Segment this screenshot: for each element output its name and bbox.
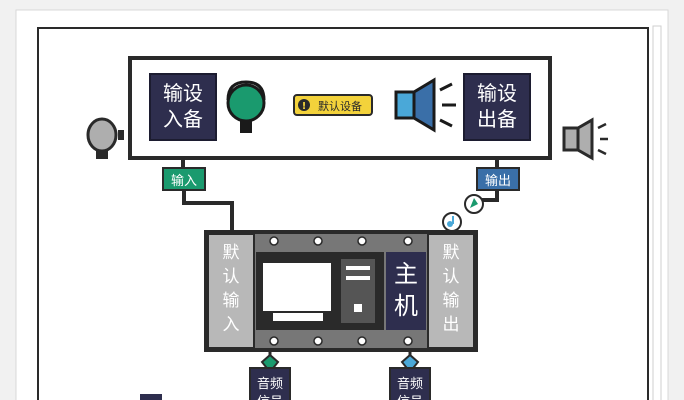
- bottom-decor: [140, 394, 162, 400]
- audio-signal-right-text: 音频信号: [397, 376, 423, 400]
- host-label: 主机: [394, 260, 418, 320]
- output-device-label: 输设出备: [477, 81, 517, 131]
- t-host-left-line: 认: [223, 267, 240, 287]
- host-right-label: 默认输出: [443, 243, 460, 335]
- t-bottom-right-line: 音频: [397, 376, 423, 392]
- speaker-icon: [394, 77, 456, 133]
- output-device-box: [463, 73, 531, 141]
- svg-text:!: !: [302, 101, 307, 112]
- input-tag-text: 输入: [171, 173, 197, 189]
- t-host-right-line: 认: [443, 267, 460, 287]
- speaker-icon: [562, 117, 608, 161]
- t-out-dev-line: 出备: [477, 107, 517, 131]
- audio-signal-tag-right: [389, 367, 431, 400]
- t-bottom-right-line: 信号: [397, 395, 423, 400]
- monitor-icon: [261, 261, 333, 313]
- host-left-panel: [207, 233, 255, 349]
- t-host-line: 主: [394, 260, 418, 288]
- headset-icon: [226, 80, 266, 133]
- t-host-right-line: 默: [443, 243, 460, 263]
- t-host-left-line: 默: [223, 243, 240, 263]
- t-bottom-left-line: 信号: [257, 395, 283, 400]
- default-device-badge: [293, 94, 373, 116]
- output-tag-text: 输出: [485, 173, 511, 189]
- host-right-panel: [427, 233, 475, 349]
- t-host-right-line: 出: [443, 315, 460, 335]
- input-wire: [182, 190, 234, 232]
- audio-signal-tag-left: [249, 367, 291, 400]
- microphone-icon: [86, 117, 124, 159]
- t-host-left-line: 输: [223, 291, 240, 311]
- t-bottom-left-line: 音频: [257, 376, 283, 392]
- host-left-label: 默认输入: [223, 243, 240, 335]
- host-label-box: [386, 252, 426, 330]
- audio-signal-left-text: 音频信号: [257, 376, 283, 400]
- t-out-dev-line: 输设: [477, 81, 517, 105]
- t-host-line: 机: [394, 292, 418, 320]
- t-host-right-line: 输: [443, 291, 460, 311]
- input-device-label: 输设入备: [163, 81, 203, 131]
- default-device-badge-text: 默认设备: [318, 99, 362, 113]
- t-in-dev-line: 输设: [163, 81, 203, 105]
- warning-icon: [298, 99, 310, 111]
- music-note-icon: [442, 212, 462, 232]
- t-in-dev-line: 入备: [163, 107, 203, 131]
- music-note-icon: [464, 194, 484, 214]
- frame-dash-right: [652, 25, 662, 400]
- t-host-left-line: 入: [223, 315, 240, 335]
- input-device-box: [149, 73, 217, 141]
